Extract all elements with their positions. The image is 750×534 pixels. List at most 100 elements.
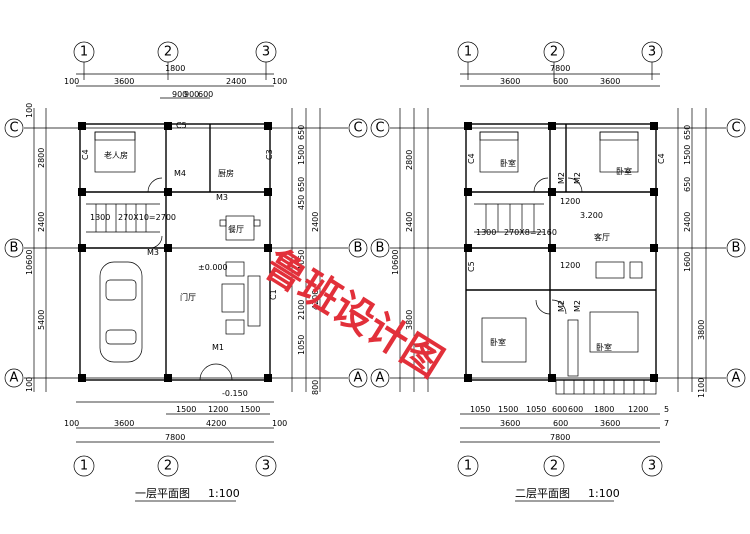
axis-label: 1: [80, 459, 88, 474]
room-label-dining: 餐厅: [228, 225, 244, 234]
window-tag: C4: [467, 153, 476, 164]
dim-text: 600: [568, 405, 583, 414]
dim-text: 3800: [405, 310, 414, 330]
dim-text: 900: [184, 90, 199, 99]
dim-text: 1200: [208, 405, 228, 414]
door-tag: M1: [212, 343, 224, 352]
floor1-bed: [94, 131, 136, 173]
axis-label: A: [732, 371, 741, 386]
floor1-stair: [86, 203, 160, 233]
dim-text: 100: [272, 419, 287, 428]
floor1-title: 一层平面图 1:100: [135, 487, 240, 502]
floor2-axis-bottom: 1 2 3: [457, 455, 663, 477]
door-tag: M2: [557, 172, 566, 184]
dim-text: 4200: [311, 290, 320, 310]
door-tag: M2: [573, 300, 582, 312]
axis-label: 3: [262, 459, 270, 474]
plan-scale: 1:100: [588, 487, 620, 500]
axis-label: 2: [550, 459, 558, 474]
stair-note: 270X8=2160: [504, 228, 557, 237]
floor2-axis-top: 1 2 3: [457, 41, 663, 80]
dim-text: 100: [64, 419, 79, 428]
door-tag: M2: [573, 172, 582, 184]
axis-label: 1: [464, 459, 472, 474]
dim-text: 2800: [405, 150, 414, 170]
floor2-axis-lines: [390, 127, 726, 379]
axis-label: 1: [464, 45, 472, 60]
room-label-hall: 门厅: [180, 292, 196, 302]
car-icon: [99, 261, 143, 363]
floor2-left-dimensions: 2800 2400 3800 10600: [391, 108, 429, 392]
dim-text: 650: [683, 125, 692, 140]
floor-level: ±0.000: [198, 263, 228, 272]
floor-level: 3.200: [580, 211, 603, 220]
dim-text: 3800: [697, 320, 706, 340]
floor2-plan: 1 2 3 1 2 3 C B A C B A 7800: [370, 41, 746, 502]
door-tag: M3: [147, 248, 159, 257]
floor2-labels: 卧室 卧室 客厅 卧室 卧室 270X8=2160 1300 3.200 120…: [467, 153, 666, 352]
floor2-doors: [533, 177, 583, 315]
dim-text: 2400: [226, 77, 246, 86]
stair-dim: 1300: [90, 213, 110, 222]
room-label-bedroom: 卧室: [490, 337, 506, 347]
axis-label: 1: [80, 45, 88, 60]
room-label-kitchen: 厨房: [218, 168, 234, 178]
floor1-axis-bottom: 1 2 3: [73, 455, 277, 477]
dim-text: 4200: [206, 419, 226, 428]
door-tag: M2: [557, 300, 566, 312]
axis-label: 2: [164, 45, 172, 60]
dim-text: 650: [297, 177, 306, 192]
axis-label: A: [10, 371, 19, 386]
watermark-text: 鲁班设计图: [257, 241, 451, 386]
floor2-axis-side: C B A C B A: [370, 118, 746, 388]
window-tag: C4: [81, 149, 90, 160]
dim-text: 1050: [470, 405, 490, 414]
room-label-bedroom: 卧室: [616, 166, 632, 176]
dim-text: 1500: [498, 405, 518, 414]
axis-label: C: [731, 121, 740, 136]
floor1-labels: 老人房 厨房 餐厅 门厅 270X10=2700 1300 ±0.000 -0.…: [81, 121, 278, 398]
watermark: 鲁班设计图: [257, 241, 451, 386]
floor1-plan: 1 2 3 1 2 3 C B A C B A 1800 100: [4, 41, 368, 502]
dim-text: 7800: [550, 433, 570, 442]
axis-label: B: [732, 241, 741, 256]
axis-label: C: [9, 121, 18, 136]
floor1-left-dimensions: 100 2800 2400 5400 10600 100: [25, 103, 47, 392]
floor1-bottom-dimensions: 1500 1200 1500 4200 100 3600 100 7800: [64, 401, 287, 443]
window-tag: C1: [269, 289, 278, 300]
ext-level: -0.150: [222, 389, 248, 398]
plan-scale: 1:100: [208, 487, 240, 500]
room-label-bedroom: 卧室: [500, 158, 516, 168]
dim-text: 1050: [297, 250, 306, 270]
dim-text: 1800: [594, 405, 614, 414]
floor1-sofa: [221, 261, 261, 335]
dim-text: 1050: [297, 335, 306, 355]
dim-text: 1500: [683, 145, 692, 165]
stair-note: 270X10=2700: [118, 213, 176, 222]
dim-text: 5400: [37, 310, 46, 330]
floor2-stair: [474, 203, 544, 233]
floor1-walls: [79, 123, 271, 381]
corner-note: 7: [664, 419, 669, 428]
axis-label: B: [376, 241, 385, 256]
room-label-living: 客厅: [594, 232, 610, 242]
room-label-bedroom: 老人房: [104, 150, 128, 160]
dim-text: 450: [297, 195, 306, 210]
dim-text: 100: [272, 77, 287, 86]
plan-title: 一层平面图: [135, 487, 190, 500]
floor1-axis-side: C B A C B A: [4, 118, 368, 388]
dim-text: 3600: [600, 77, 620, 86]
floor2-bottom-dimensions: 1050 1500 1050 600 600 1800 1200 3600 60…: [460, 405, 669, 443]
dim-text: 900: [172, 90, 187, 99]
dim-text: 600: [553, 419, 568, 428]
dim-text: 3600: [600, 419, 620, 428]
floor1-top-dimensions: 1800 100 3600 2400 100 900 900 600: [64, 64, 287, 99]
dim-text: 1500: [240, 405, 260, 414]
floor2-top-dimensions: 7800 3600 600 3600: [460, 64, 660, 87]
dim-text: 100: [64, 77, 79, 86]
axis-label: 2: [164, 459, 172, 474]
floor2-right-dimensions: 650 1500 650 2400 1600 3800 1100: [677, 108, 707, 398]
axis-label: B: [354, 241, 363, 256]
axis-label: 3: [648, 459, 656, 474]
